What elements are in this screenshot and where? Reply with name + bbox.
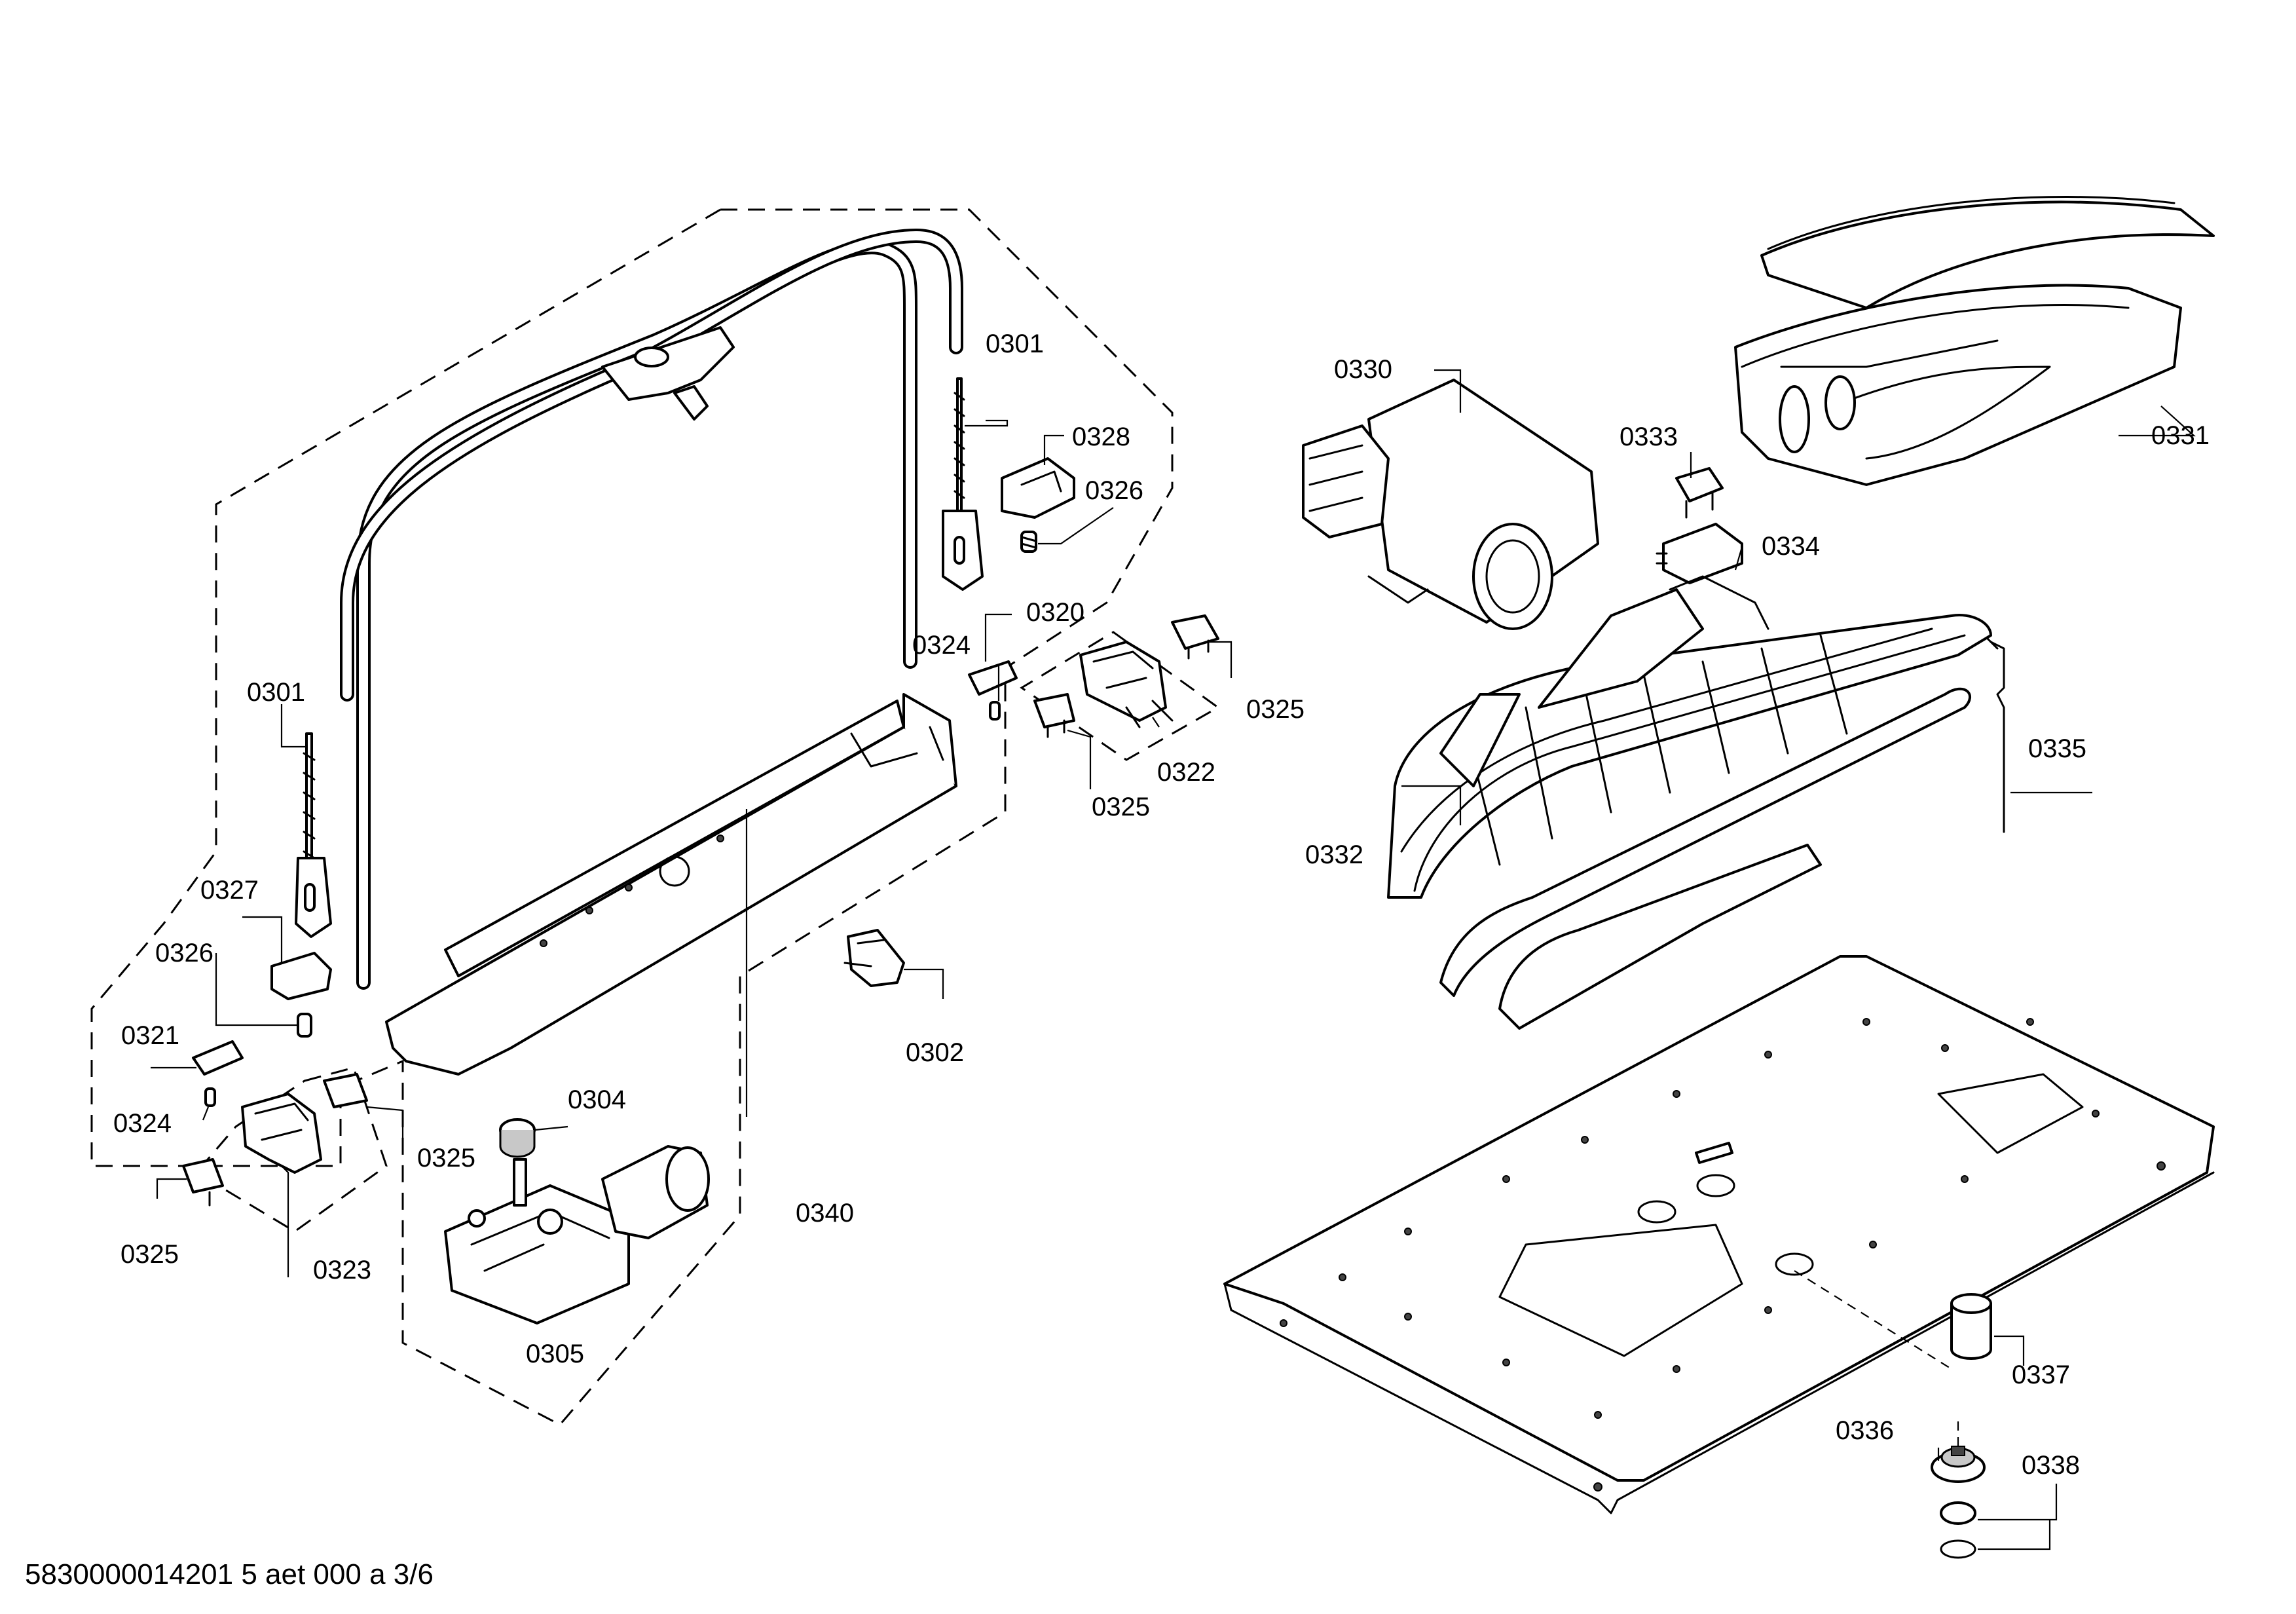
- callout-0325-lower-mid: 0325: [417, 1144, 475, 1173]
- rail-channel: [385, 693, 957, 1076]
- part-0301-rod-upper: [942, 377, 984, 591]
- part-0321-cover: [192, 1040, 244, 1076]
- part-0324-spring-upper: [989, 701, 1001, 721]
- curved-bar: [1439, 687, 1971, 997]
- part-0338-seal-a: [1940, 1501, 1976, 1525]
- part-0333-relay: [1675, 467, 1724, 519]
- part-0304-gear: [499, 1118, 536, 1158]
- callout-0302: 0302: [906, 1038, 964, 1067]
- part-0332-fan-housing: [1387, 575, 1992, 899]
- part-0325-switch-d: [182, 1158, 224, 1207]
- leader-lines: [151, 369, 2196, 1550]
- part-0325-switch-a: [1171, 614, 1219, 660]
- part-0323-bracket: [241, 1093, 322, 1174]
- callout-0327: 0327: [200, 876, 259, 905]
- callout-0333: 0333: [1620, 422, 1678, 451]
- callout-0325-lower-left: 0325: [120, 1240, 179, 1269]
- part-0301-rod-lower: [295, 732, 332, 938]
- callout-0330: 0330: [1334, 355, 1392, 384]
- callout-0301-upper: 0301: [986, 329, 1044, 358]
- callout-0321: 0321: [121, 1021, 179, 1050]
- part-0336-fitting: [1931, 1446, 1986, 1483]
- part-0334-relay: [1656, 523, 1743, 584]
- part-0325-switch-c: [323, 1073, 368, 1108]
- part-0328-bracket: [1001, 457, 1075, 519]
- callout-0335: 0335: [2028, 734, 2086, 763]
- callout-0325-upper-right: 0325: [1246, 695, 1305, 724]
- base-plate: [1223, 955, 2215, 1514]
- callout-0340: 0340: [796, 1199, 854, 1228]
- callout-0332: 0332: [1305, 840, 1363, 869]
- part-0330-blower: [1302, 379, 1599, 630]
- callout-0334: 0334: [1762, 532, 1820, 561]
- callout-0336: 0336: [1836, 1416, 1894, 1445]
- part-0302-latch: [843, 929, 905, 987]
- callout-0326-upper: 0326: [1085, 476, 1143, 505]
- callout-0320: 0320: [1026, 598, 1084, 627]
- callout-0301-lower: 0301: [247, 678, 305, 707]
- tube-harness: [340, 229, 963, 990]
- callout-0325-upper-mid: 0325: [1092, 793, 1150, 821]
- callout-0324-lower: 0324: [113, 1109, 172, 1138]
- part-0325-switch-b: [1033, 693, 1075, 738]
- drawing-reference-footer: 5830000014201 5 aet 000 a 3/6: [25, 1558, 434, 1590]
- callout-0305: 0305: [526, 1340, 584, 1368]
- part-0324-spring-lower: [204, 1087, 216, 1107]
- callout-0304: 0304: [568, 1085, 626, 1114]
- callout-0322: 0322: [1157, 758, 1215, 787]
- callout-0338: 0338: [2022, 1451, 2080, 1480]
- part-0322-bracket: [1079, 641, 1174, 728]
- deflector-strip: [1498, 844, 1822, 1030]
- callout-0337: 0337: [2012, 1361, 2070, 1389]
- part-0331-tray: [1734, 196, 2215, 486]
- part-0327-bracket: [270, 952, 332, 1000]
- callout-0323: 0323: [313, 1256, 371, 1285]
- callout-0326-lower: 0326: [155, 939, 213, 967]
- part-0326-spring-upper: [1020, 531, 1037, 553]
- part-0305-motor: [444, 1145, 710, 1324]
- assembly-group-0340-outline: [90, 208, 1220, 1426]
- callout-labels: 0301 0328 0326 0320 0324 0325 0322 0325 …: [113, 329, 2210, 1480]
- part-0338-seal-b: [1940, 1539, 1976, 1559]
- part-0320-cover: [968, 660, 1018, 696]
- part-0326-spring-lower: [297, 1013, 312, 1038]
- callout-0324-upper: 0324: [912, 631, 971, 660]
- callout-0328: 0328: [1072, 422, 1130, 451]
- part-0337-cap: [1950, 1293, 1992, 1360]
- callout-0331: 0331: [2151, 421, 2210, 450]
- part-0335-rod: [1986, 637, 2005, 833]
